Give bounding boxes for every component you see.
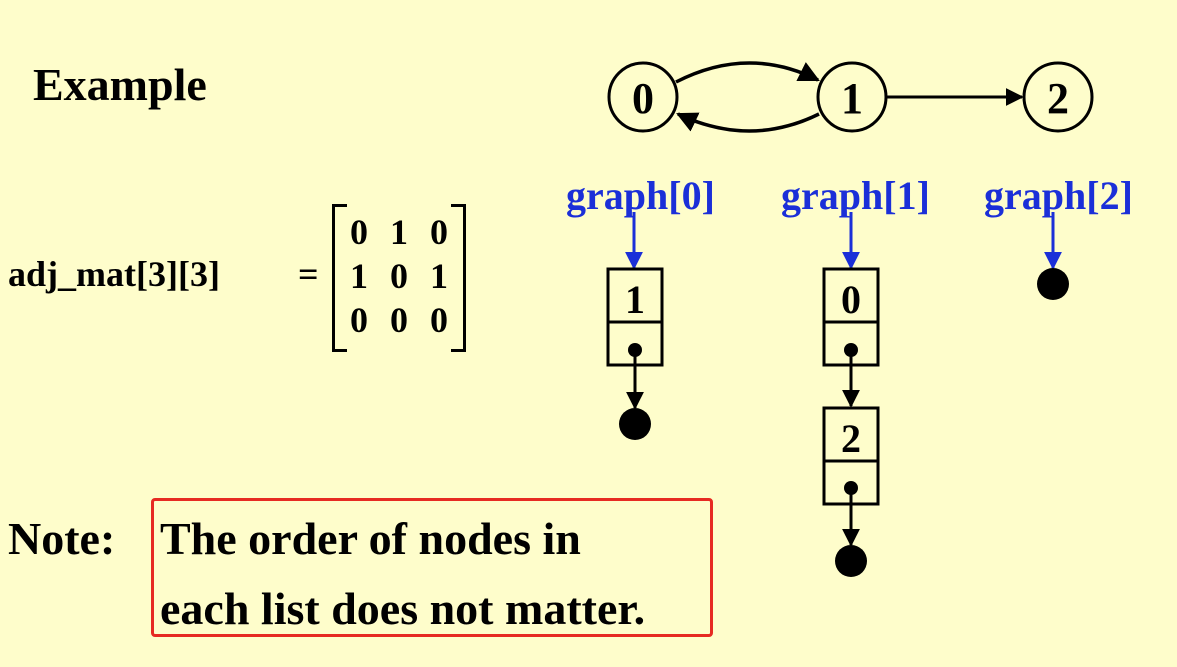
adjacency-matrix: 0 1 0 1 0 1 0 0 0 xyxy=(332,204,466,352)
matrix-left-bracket xyxy=(332,204,347,352)
note-label: Note: xyxy=(8,513,116,564)
matrix-cell: 0 xyxy=(390,300,408,340)
list-2-null-terminator xyxy=(1037,268,1069,300)
graph-node-2: 2 xyxy=(1022,61,1094,133)
graph-edge-0-1 xyxy=(675,61,820,84)
graph-edge-1-0 xyxy=(676,112,820,133)
matrix-label: adj_mat[3][3] xyxy=(8,254,220,294)
list-head-label-0: graph[0] xyxy=(566,173,715,218)
matrix-row: 0 1 0 xyxy=(350,210,448,254)
matrix-cell: 1 xyxy=(350,256,368,296)
matrix-cell: 0 xyxy=(390,256,408,296)
note-line-2: each list does not matter. xyxy=(160,583,646,634)
graph-node-0-label: 0 xyxy=(632,74,654,123)
matrix-cell: 0 xyxy=(430,300,448,340)
graph-node-0: 0 xyxy=(607,61,679,133)
slide-title: Example xyxy=(33,59,207,110)
list-0-null-terminator xyxy=(619,408,651,440)
list-head-label-1: graph[1] xyxy=(781,173,930,218)
graph-node-1-label: 1 xyxy=(841,74,863,123)
matrix-cell: 0 xyxy=(350,212,368,252)
matrix-cell: 0 xyxy=(430,212,448,252)
list-1-null-terminator xyxy=(835,545,867,577)
graph-node-1: 1 xyxy=(816,61,888,133)
matrix-right-bracket xyxy=(451,204,466,352)
list-1-node-1-value: 2 xyxy=(841,416,861,461)
matrix-row: 0 0 0 xyxy=(350,298,448,342)
list-0-node-0-value: 1 xyxy=(625,277,645,322)
note-highlight-box xyxy=(151,498,713,637)
graph-node-2-label: 2 xyxy=(1047,74,1069,123)
matrix-cell: 1 xyxy=(430,256,448,296)
matrix-equals-sign: = xyxy=(298,254,319,294)
matrix-cell: 0 xyxy=(350,300,368,340)
note-line-1: The order of nodes in xyxy=(160,513,581,564)
list-1-node-0-value: 0 xyxy=(841,277,861,322)
list-head-label-2: graph[2] xyxy=(984,173,1133,218)
matrix-row: 1 0 1 xyxy=(350,254,448,298)
matrix-cell: 1 xyxy=(390,212,408,252)
